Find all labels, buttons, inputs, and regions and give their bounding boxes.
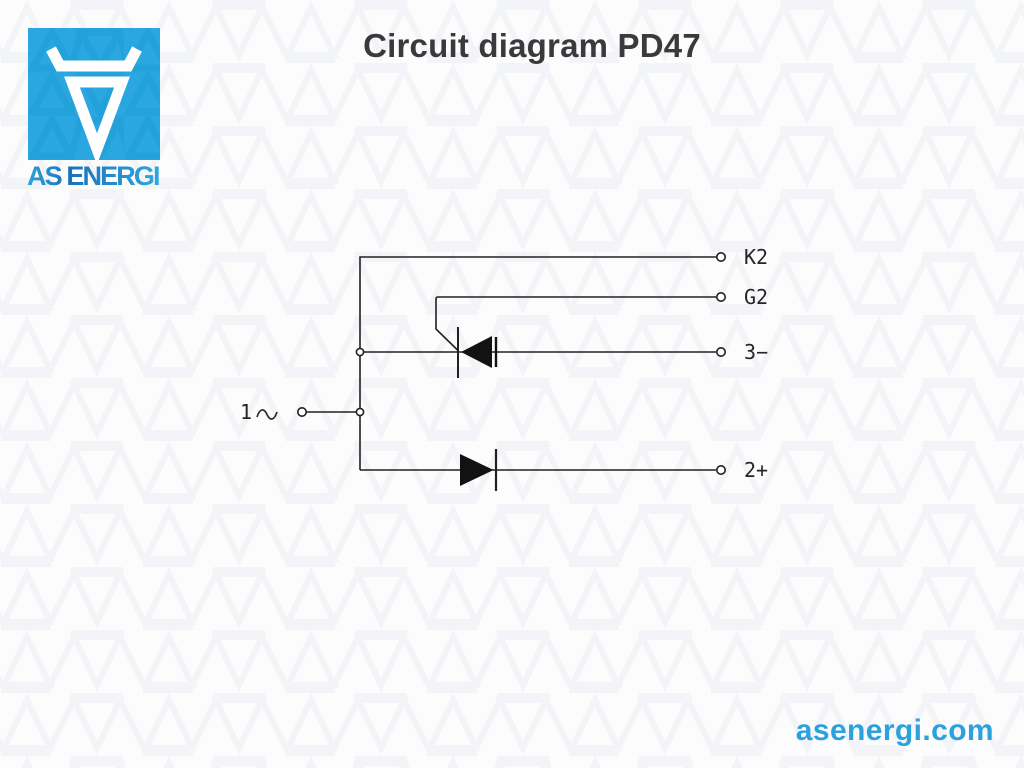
circuit-diagram [296, 252, 726, 491]
page-title: Circuit diagram PD47 [363, 27, 701, 64]
terminal-label-3minus: 3− [744, 340, 769, 364]
terminal-dot-3minus [715, 346, 726, 357]
horned-triangle-emblem-icon [46, 46, 142, 160]
wire-bus-and-k2 [359, 256, 716, 470]
thyristor-triangle [461, 336, 492, 368]
thyristor-symbol [457, 327, 498, 378]
as-energi-logo-icon [28, 28, 160, 160]
sine-wave-icon [256, 409, 278, 420]
wire-g2-gate [435, 296, 716, 352]
brand-name: AS ENERGI [27, 161, 161, 191]
terminal-label-g2: G2 [744, 285, 769, 309]
terminal-dot-2plus [715, 464, 726, 475]
website-link[interactable]: asenergi.com [795, 714, 994, 747]
junction-node-input [355, 407, 365, 417]
terminal-dots [296, 252, 726, 475]
diode-symbol [460, 449, 498, 491]
input-terminal-label: 1 [240, 400, 253, 424]
brand-name-text: AS ENERGI [27, 161, 160, 191]
terminal-dot-input [296, 406, 307, 417]
thyristor-base-bar [494, 337, 498, 367]
junction-node-3minus [355, 347, 365, 357]
diode-triangle [460, 454, 494, 486]
terminal-label-2plus: 2+ [744, 458, 769, 482]
terminal-dot-g2 [715, 291, 726, 302]
terminal-dot-k2 [715, 252, 726, 263]
terminal-label-k2: K2 [744, 245, 769, 269]
